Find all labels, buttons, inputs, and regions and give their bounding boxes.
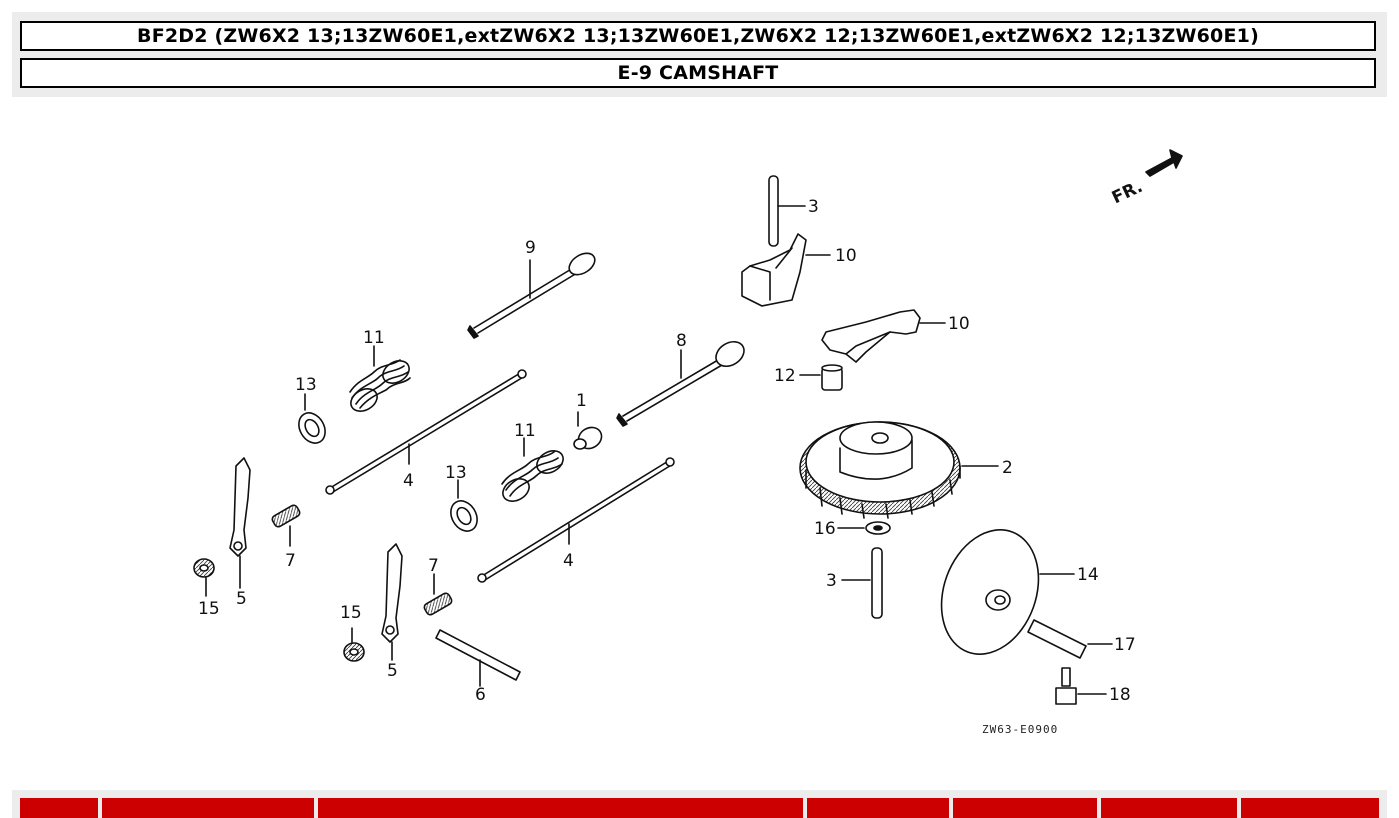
part-4-push-rod-upper — [325, 369, 527, 495]
callout-3-lower: 3 — [826, 571, 837, 591]
callout-4-lower: 4 — [563, 551, 574, 571]
camshaft-exploded-diagram: 1 2 3 3 4 4 5 5 6 7 7 8 9 10 10 11 11 12… — [193, 149, 1183, 736]
callout-16: 16 — [814, 519, 836, 539]
front-direction-label: FR. — [1109, 177, 1146, 208]
part-7-adjusting-screw-left — [271, 504, 301, 547]
part-16-washer — [837, 521, 891, 535]
callout-10-top: 10 — [835, 246, 857, 266]
header-panel: BF2D2 (ZW6X2 13;13ZW60E1,extZW6X2 13;13Z… — [12, 12, 1387, 97]
callout-18: 18 — [1109, 685, 1131, 705]
part-11-valve-spring-lower — [501, 437, 564, 502]
col-header-2[interactable] — [102, 798, 314, 818]
callout-11-lower: 11 — [514, 421, 536, 441]
callout-6: 6 — [475, 685, 486, 705]
col-header-3[interactable] — [318, 798, 803, 818]
drawing-code: ZW63-E0900 — [982, 723, 1058, 736]
callout-14: 14 — [1077, 565, 1099, 585]
part-17-shaft — [1027, 619, 1113, 659]
part-2-cam-gear — [799, 421, 999, 519]
part-5-rocker-right — [381, 543, 403, 661]
part-4-push-rod-lower — [477, 457, 675, 583]
model-title: BF2D2 (ZW6X2 13;13ZW60E1,extZW6X2 13;13Z… — [20, 21, 1376, 51]
callout-11-upper: 11 — [363, 328, 385, 348]
callout-15-left: 15 — [198, 599, 220, 619]
parts-table-header — [12, 790, 1387, 818]
callout-17: 17 — [1114, 635, 1136, 655]
part-13-retainer-upper — [298, 393, 326, 444]
part-7-adjusting-screw-right — [423, 573, 453, 616]
part-9-valve — [467, 252, 596, 339]
callout-2: 2 — [1002, 458, 1013, 478]
part-1-valve-cap — [573, 411, 603, 450]
front-arrow-icon — [1145, 149, 1183, 177]
callout-7-right: 7 — [428, 556, 439, 576]
part-11-valve-spring-upper — [349, 345, 411, 412]
callout-8: 8 — [676, 331, 687, 351]
section-title: E-9 CAMSHAFT — [20, 58, 1376, 88]
callout-9: 9 — [525, 238, 536, 258]
col-header-5[interactable] — [953, 798, 1097, 818]
callout-10-lower: 10 — [948, 314, 970, 334]
part-10-rocker-arm-top — [741, 233, 831, 307]
callout-12: 12 — [774, 366, 796, 386]
part-10-rocker-arm-lower — [821, 309, 946, 363]
callout-3-top: 3 — [808, 197, 819, 217]
callout-5-right: 5 — [387, 661, 398, 681]
part-14-governor-weight — [940, 529, 1075, 655]
part-12-collar — [799, 364, 843, 391]
part-15-nut-right — [343, 627, 365, 662]
col-header-7[interactable] — [1241, 798, 1379, 818]
part-8-valve — [616, 340, 745, 427]
part-18-bolt — [1055, 667, 1107, 705]
part-5-rocker-left — [229, 457, 251, 589]
col-header-6[interactable] — [1101, 798, 1237, 818]
callout-5-left: 5 — [236, 589, 247, 609]
part-3-pin-top — [768, 175, 806, 247]
callout-labels: 1 2 3 3 4 4 5 5 6 7 7 8 9 10 10 11 11 12… — [198, 177, 1146, 736]
part-3-pin-lower — [841, 547, 883, 619]
part-15-nut-left — [193, 558, 215, 597]
part-6-rocker-shaft — [435, 629, 521, 687]
callout-15-right: 15 — [340, 603, 362, 623]
callout-1: 1 — [576, 391, 587, 411]
callout-13-upper: 13 — [295, 375, 317, 395]
callout-13-lower: 13 — [445, 463, 467, 483]
col-header-1[interactable] — [20, 798, 98, 818]
callout-7-left: 7 — [285, 551, 296, 571]
callout-4-upper: 4 — [403, 471, 414, 491]
col-header-4[interactable] — [807, 798, 949, 818]
part-13-retainer-lower — [450, 479, 478, 532]
